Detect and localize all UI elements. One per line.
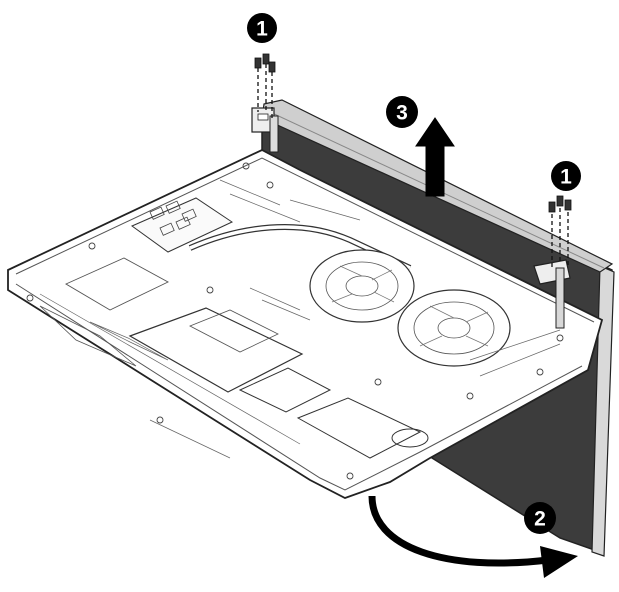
battery — [128, 307, 304, 393]
callout-screws-right: 1 — [551, 161, 581, 191]
fan-left — [309, 249, 415, 323]
curved-arrow-icon — [368, 495, 578, 578]
base-enclosure — [7, 148, 604, 499]
callout-label: 1 — [560, 166, 572, 189]
callout-label: 2 — [534, 508, 546, 531]
screw-icon — [548, 195, 572, 268]
callout-screws-left: 1 — [247, 13, 277, 43]
memory-module — [130, 197, 234, 253]
display-right-edge — [591, 265, 615, 557]
callout-rotate-base: 2 — [524, 502, 556, 534]
callout-label: 1 — [256, 18, 268, 41]
hinge-right — [533, 259, 571, 329]
hinge-left — [251, 107, 279, 153]
fan-right — [397, 289, 511, 367]
screw-icon — [254, 53, 276, 118]
callout-lift-display: 3 — [386, 96, 418, 128]
callout-label: 3 — [396, 102, 408, 125]
up-arrow-icon — [415, 117, 455, 197]
